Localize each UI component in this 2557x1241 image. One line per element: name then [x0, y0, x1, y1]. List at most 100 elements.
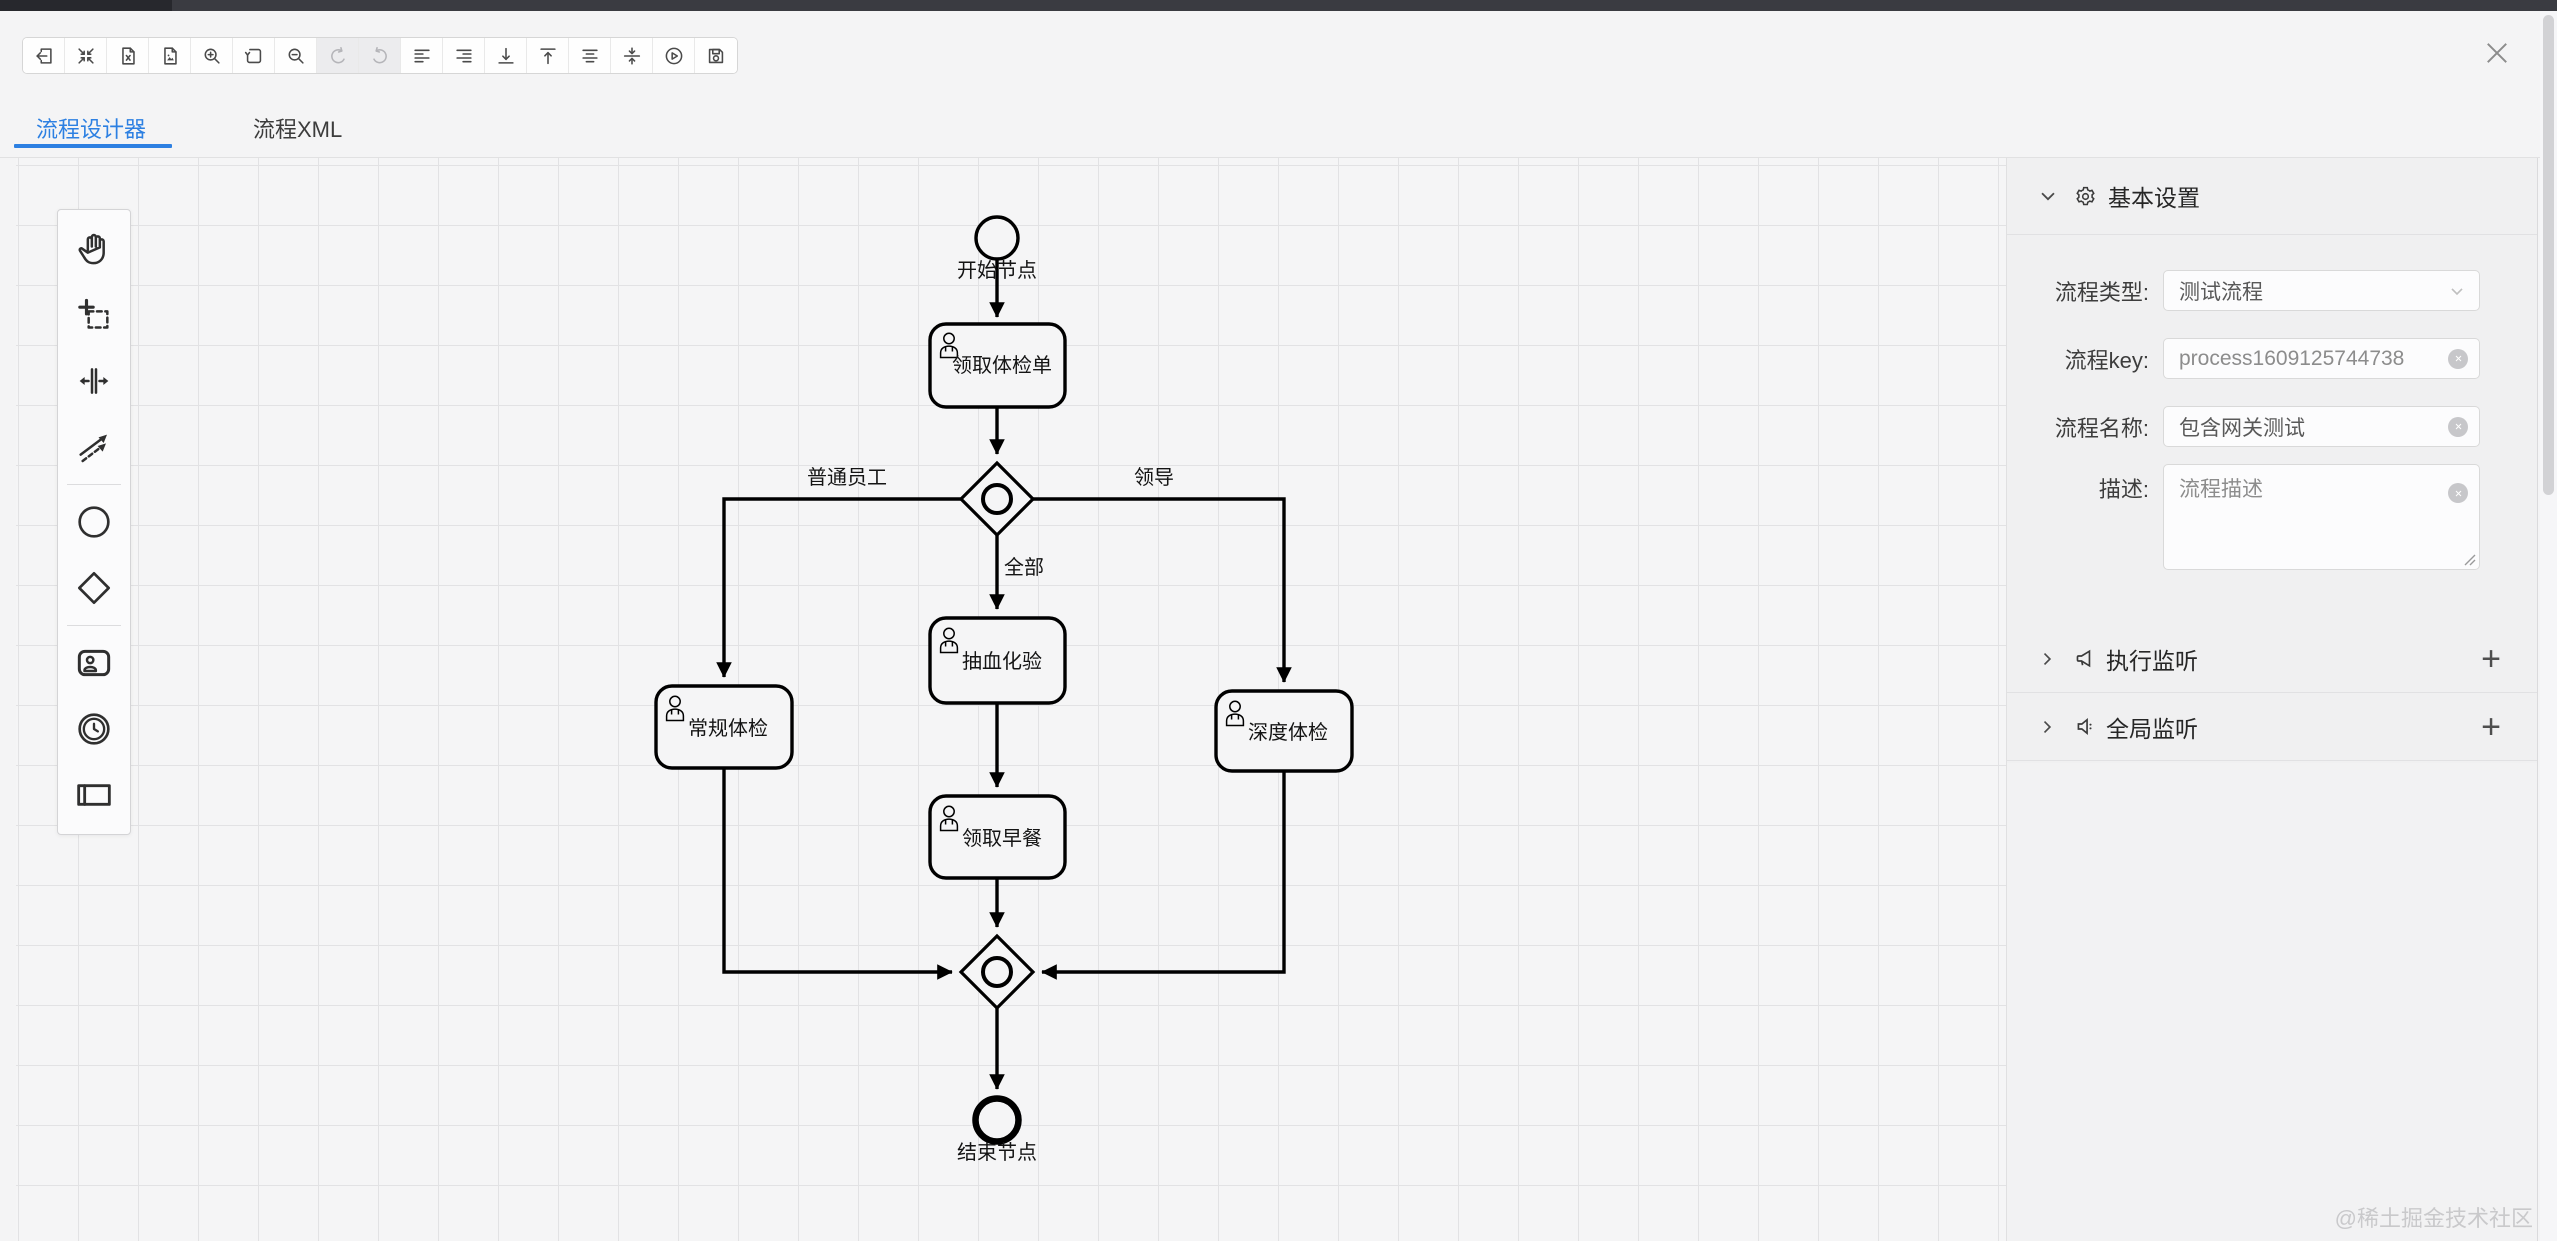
watermark: @稀土掘金技术社区 [2334, 1206, 2533, 1231]
section-global-listener[interactable]: 全局监听 + [2007, 693, 2537, 761]
open-file-button[interactable] [23, 38, 65, 73]
section-execution-listener[interactable]: 执行监听 + [2007, 625, 2537, 693]
scrollbar-track [2540, 11, 2557, 1241]
process-name-control [2163, 406, 2480, 447]
lasso-tool[interactable] [58, 282, 130, 348]
resize-handle-icon[interactable] [2463, 553, 2476, 566]
close-button[interactable] [2482, 38, 2512, 68]
sequence-flows[interactable] [716, 259, 1292, 1090]
start-event-node[interactable]: 开始节点 [957, 215, 1037, 282]
chevron-right-icon [2043, 720, 2052, 733]
create-participant[interactable] [58, 762, 130, 828]
align-center-button[interactable] [569, 38, 611, 73]
undo-icon [330, 46, 345, 63]
global-connect-tool[interactable] [58, 414, 130, 480]
task-label: 领取体检单 [952, 354, 1052, 377]
clear-icon[interactable] [2448, 348, 2468, 369]
task-receive-form[interactable]: 领取体检单 [928, 322, 1067, 409]
create-intermediate-event[interactable] [58, 696, 130, 762]
diagram-canvas[interactable]: 开始节点 领取体检单 普通员工 领导 全部 抽血化验 [16, 158, 2006, 1241]
section-title: 执行监听 [2106, 647, 2198, 674]
hand-icon [78, 233, 105, 265]
process-key-control [2163, 338, 2480, 379]
process-type-select[interactable]: 测试流程 [2163, 270, 2480, 311]
download-image-button[interactable] [149, 38, 191, 73]
align-bottom-button[interactable] [485, 38, 527, 73]
process-key-input[interactable] [2164, 339, 2479, 378]
basic-settings-header[interactable]: 基本设置 [2007, 158, 2537, 235]
flow-regular-to-join[interactable] [722, 768, 953, 980]
reset-zoom-button[interactable] [233, 38, 275, 73]
align-left-icon [413, 49, 430, 62]
properties-panel: 基本设置 流程类型: 测试流程 流程key: 流程名称: [2006, 158, 2538, 1241]
fit-viewport-icon [77, 47, 94, 64]
start-event-label: 开始节点 [957, 259, 1037, 282]
zoom-out-button[interactable] [275, 38, 317, 73]
bpmn-diagram: 开始节点 领取体检单 普通员工 领导 全部 抽血化验 [654, 215, 1354, 1165]
flow-deep-to-join[interactable] [1041, 771, 1286, 980]
zoom-in-button[interactable] [191, 38, 233, 73]
create-start-event[interactable] [58, 489, 130, 555]
save-button[interactable] [695, 38, 737, 73]
create-gateway[interactable] [58, 555, 130, 621]
task-regular-checkup[interactable]: 常规体检 [654, 684, 794, 770]
space-tool-icon [79, 368, 109, 394]
lasso-icon [78, 298, 109, 329]
save-icon [708, 48, 724, 63]
zoom-out-icon [288, 48, 304, 64]
end-event-node[interactable]: 结束节点 [957, 1095, 1037, 1165]
simulate-button[interactable] [653, 38, 695, 73]
participant-icon [77, 784, 111, 806]
inclusive-gateway-join[interactable] [958, 933, 1036, 1011]
create-user-task[interactable] [58, 630, 130, 696]
task-deep-checkup[interactable]: 深度体检 [1214, 689, 1354, 773]
align-center-icon [581, 49, 598, 62]
reset-zoom-icon [244, 48, 261, 63]
textarea-value: 流程描述 [2179, 478, 2263, 501]
flow-leader-branch[interactable] [1033, 497, 1292, 683]
description-textarea[interactable]: 流程描述 [2163, 464, 2480, 570]
clear-icon[interactable] [2448, 483, 2468, 503]
process-name-input[interactable] [2164, 407, 2479, 446]
space-tool[interactable] [58, 348, 130, 414]
align-top-icon [539, 47, 556, 64]
active-tab-indicator [14, 144, 172, 148]
align-left-button[interactable] [401, 38, 443, 73]
add-execution-listener-button[interactable]: + [2481, 639, 2501, 678]
undo-button[interactable] [317, 38, 359, 73]
megaphone-icon [2076, 649, 2091, 668]
intermediate-event-icon [78, 713, 110, 745]
speaker-icon [2077, 717, 2092, 736]
align-right-button[interactable] [443, 38, 485, 73]
tab-process-xml[interactable]: 流程XML [253, 108, 342, 148]
field-process-name: 流程名称: [2007, 406, 2537, 447]
zoom-in-icon [204, 48, 220, 64]
inclusive-gateway-split[interactable] [958, 460, 1036, 538]
browser-top-bar [0, 0, 2557, 11]
field-label: 流程key: [2064, 347, 2149, 373]
flow-label-all: 全部 [1004, 556, 1044, 579]
field-process-key: 流程key: [2007, 338, 2537, 379]
tab-process-designer[interactable]: 流程设计器 [36, 108, 146, 148]
align-middle-button[interactable] [611, 38, 653, 73]
tab-label: 流程设计器 [36, 117, 147, 142]
task-blood-test[interactable]: 抽血化验 [928, 616, 1067, 705]
end-event-label: 结束节点 [957, 1141, 1037, 1164]
align-middle-icon [623, 46, 640, 65]
tab-label: 流程XML [253, 117, 343, 142]
redo-button[interactable] [359, 38, 401, 73]
hand-tool[interactable] [58, 216, 130, 282]
task-breakfast[interactable]: 领取早餐 [928, 794, 1067, 880]
download-xml-button[interactable] [107, 38, 149, 73]
fit-viewport-button[interactable] [65, 38, 107, 73]
browser-tab-area [0, 0, 172, 11]
redo-icon [372, 46, 387, 63]
clear-icon[interactable] [2448, 416, 2468, 437]
scrollbar-thumb[interactable] [2543, 15, 2554, 495]
align-bottom-icon [497, 47, 514, 64]
flow-employee-branch[interactable] [716, 497, 961, 678]
add-global-listener-button[interactable]: + [2481, 707, 2501, 746]
align-top-button[interactable] [527, 38, 569, 73]
task-label: 抽血化验 [962, 650, 1042, 673]
chevron-down-icon [2041, 192, 2055, 201]
